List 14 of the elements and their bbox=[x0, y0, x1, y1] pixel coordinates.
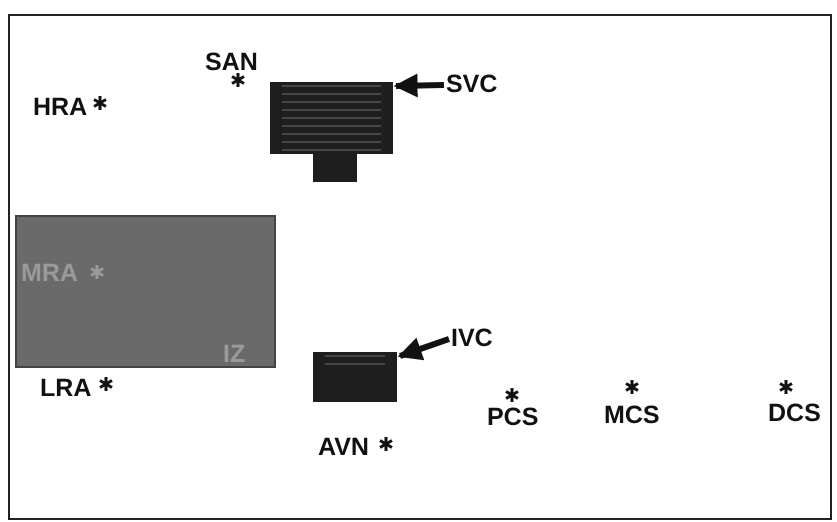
arrow bbox=[394, 74, 444, 98]
vein-label: IVC bbox=[451, 326, 493, 351]
site-label: LRA bbox=[40, 376, 92, 401]
zone-panel bbox=[15, 215, 276, 368]
site-label: AVN bbox=[318, 435, 369, 460]
vein-block bbox=[313, 352, 397, 402]
arrow bbox=[398, 336, 450, 360]
vein-block bbox=[270, 82, 393, 182]
site-label: MCS bbox=[604, 403, 660, 428]
vein-label: SVC bbox=[446, 72, 498, 97]
site-label: PCS bbox=[487, 405, 538, 430]
site-label: DCS bbox=[768, 401, 821, 426]
site-label: SAN bbox=[205, 50, 258, 75]
site-label: HRA bbox=[33, 95, 88, 120]
